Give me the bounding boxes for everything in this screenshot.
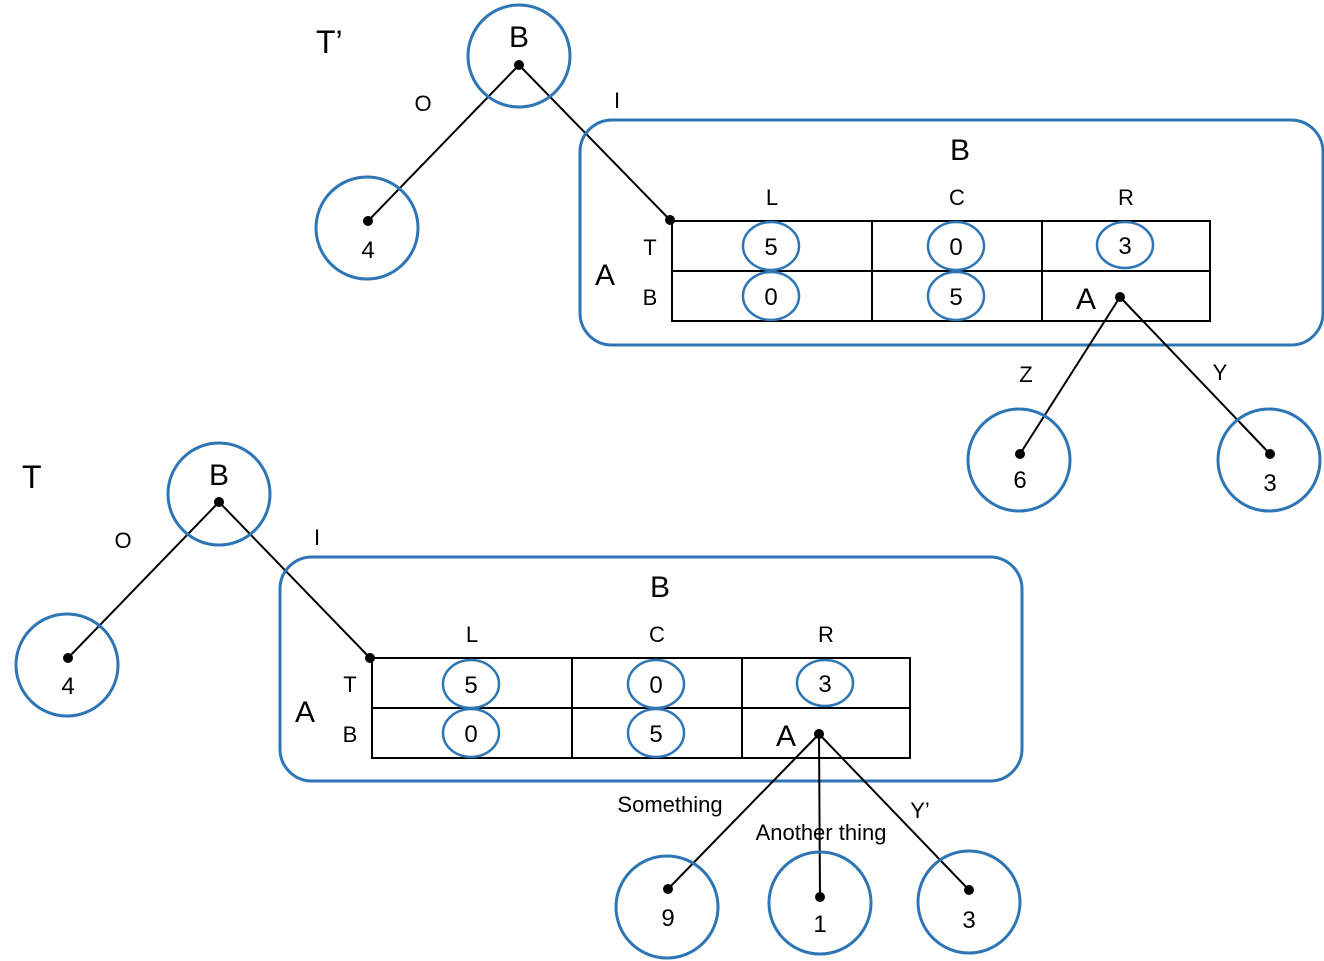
sub-edge-label: Another thing: [756, 820, 887, 845]
row-player-label: A: [595, 259, 615, 292]
sub-edge: [1019, 296, 1121, 455]
edge-out-label: O: [114, 528, 131, 553]
root-node-dot: [514, 60, 524, 70]
cell-value: 5: [649, 721, 662, 748]
leaf-node-dot: [1015, 449, 1025, 459]
row-player-label: A: [295, 696, 315, 729]
sub-edge-label: Y: [1213, 360, 1228, 385]
col-header: L: [466, 622, 478, 647]
sub-edge-label: Y’: [910, 798, 930, 823]
cell-value: 0: [949, 234, 962, 261]
cell-oval: [741, 220, 801, 272]
leaf-node-dot: [1265, 449, 1275, 459]
leaf-value: 6: [1013, 467, 1026, 494]
table-corner-dot: [665, 215, 675, 225]
edge-in-label: I: [614, 88, 620, 113]
row-header: B: [343, 722, 358, 747]
cell-value: 5: [764, 234, 777, 261]
edge-out: [367, 64, 520, 222]
root-node-label: B: [209, 459, 229, 492]
sub-node-dot: [1115, 292, 1125, 302]
information-set-box: [278, 555, 1024, 783]
cell-value: 3: [1118, 233, 1131, 260]
col-header: R: [818, 622, 834, 647]
tree-t: T O I B 4 B A L C R T B: [14, 441, 1024, 960]
sub-edge-label: Something: [617, 792, 722, 817]
sub-edge: [818, 733, 821, 898]
box-player-label: B: [950, 134, 970, 167]
leaf-node-dot: [815, 892, 825, 902]
sub-edge-label: Z: [1019, 362, 1032, 387]
root-node-dot: [214, 497, 224, 507]
edge-in: [218, 501, 371, 659]
payoff-table: [671, 220, 1211, 322]
leaf-node-dot: [663, 884, 673, 894]
leaf-node-dot: [63, 653, 73, 663]
edge-in-label: I: [314, 525, 320, 550]
cell-oval: [1095, 220, 1155, 270]
col-header: C: [649, 622, 665, 647]
leaf-node-circle: [14, 612, 120, 718]
leaf-value: 9: [661, 905, 674, 932]
leaf-node-dot: [964, 885, 974, 895]
leaf-node-circle: [314, 175, 420, 281]
leaf-value: 3: [1263, 470, 1276, 497]
cell-oval: [795, 658, 855, 708]
row-header: T: [643, 235, 656, 260]
cell-oval: [926, 220, 986, 272]
information-set-box: [578, 118, 1324, 347]
leaf-value: 1: [813, 911, 826, 938]
col-header: C: [949, 185, 965, 210]
leaf-value: 3: [962, 907, 975, 934]
cell-value: 0: [464, 721, 477, 748]
sub-node-label: A: [1076, 283, 1096, 316]
root-node-circle: [166, 441, 272, 547]
sub-node-dot: [814, 729, 824, 739]
col-header: L: [766, 185, 778, 210]
sub-edge: [1119, 296, 1271, 455]
cell-oval: [926, 270, 986, 322]
col-header: R: [1118, 185, 1134, 210]
leaf-value: 4: [361, 237, 374, 264]
leaf-node-circle: [966, 407, 1072, 513]
leaf-node-circle: [1216, 407, 1322, 513]
leaf-node-dot: [363, 216, 373, 226]
root-node-label: B: [509, 21, 529, 54]
table-corner-dot: [365, 653, 375, 663]
cell-value: 5: [949, 284, 962, 311]
sub-node-label: A: [776, 720, 796, 753]
cell-value: 0: [649, 672, 662, 699]
tree-title: T: [22, 459, 42, 495]
tree-title: T’: [316, 24, 343, 60]
leaf-node-circle: [614, 854, 720, 960]
edge-in: [518, 64, 671, 221]
sub-edge: [818, 733, 970, 891]
box-player-label: B: [650, 571, 670, 604]
leaf-node-circle: [916, 849, 1022, 955]
cell-oval: [626, 707, 686, 759]
cell-oval: [441, 707, 501, 759]
leaf-node-circle: [767, 850, 873, 956]
cell-value: 0: [764, 284, 777, 311]
cell-value: 5: [464, 672, 477, 699]
cell-value: 3: [818, 671, 831, 698]
row-header: B: [643, 285, 658, 310]
edge-out: [67, 501, 220, 659]
leaf-value: 4: [61, 673, 74, 700]
root-node-circle: [466, 3, 572, 109]
edge-out-label: O: [414, 91, 431, 116]
tree-t-prime: T’ O I B 4 B A L C R T B: [314, 3, 1324, 513]
row-header: T: [343, 672, 356, 697]
cell-oval: [741, 270, 801, 322]
